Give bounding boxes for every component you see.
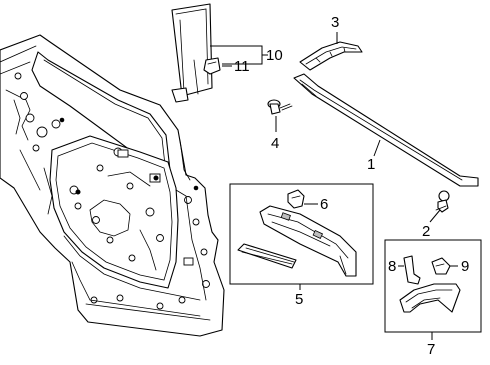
group-box-5 — [229, 183, 374, 285]
callout-5: 5 — [295, 291, 303, 308]
callout-10: 10 — [266, 47, 283, 64]
callout-4: 4 — [271, 135, 279, 152]
pillar-applique — [171, 3, 213, 103]
corner-molding — [299, 41, 363, 71]
bolt-4 — [267, 99, 293, 115]
leader-lines — [210, 32, 458, 340]
callout-9: 9 — [461, 258, 469, 275]
sill-trim-5 — [259, 205, 357, 277]
callout-1: 1 — [367, 156, 375, 173]
callout-7: 7 — [427, 341, 435, 358]
callout-11: 11 — [234, 58, 250, 75]
clip-2 — [435, 190, 450, 213]
callout-3: 3 — [331, 14, 339, 31]
clip-6 — [287, 189, 305, 209]
door-shell — [0, 34, 225, 337]
wheel-arch-molding-7 — [399, 283, 461, 313]
group-box-7 — [384, 239, 482, 333]
belt-molding — [293, 73, 479, 187]
clip-9 — [431, 257, 451, 275]
bracket-8 — [403, 255, 421, 285]
clip-11 — [203, 57, 221, 75]
callout-2: 2 — [422, 223, 430, 240]
callout-8: 8 — [388, 258, 396, 275]
sill-strip-5 — [237, 243, 297, 269]
callout-6: 6 — [320, 196, 328, 213]
